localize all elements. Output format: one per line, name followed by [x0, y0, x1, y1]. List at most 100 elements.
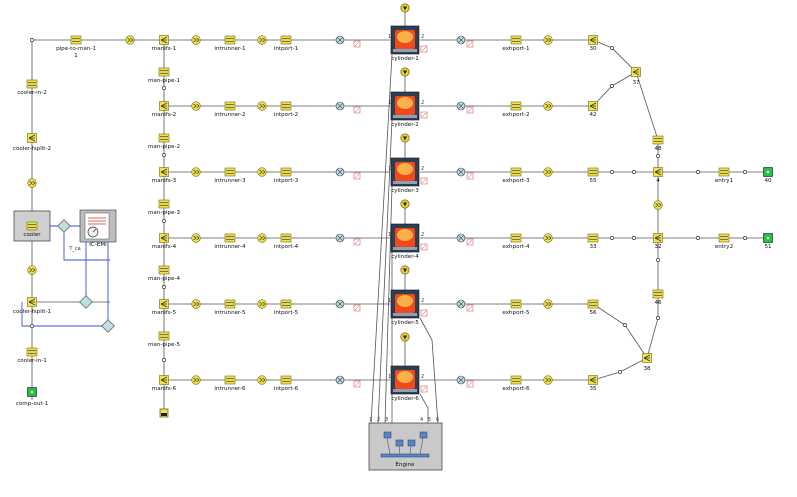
intport[interactable] — [280, 233, 292, 243]
cylinder[interactable] — [390, 289, 420, 319]
exh-node[interactable] — [587, 299, 599, 309]
junction-37[interactable] — [631, 67, 641, 77]
end-env-40[interactable] — [763, 167, 773, 177]
manifold-runner[interactable] — [159, 299, 169, 309]
bend[interactable] — [191, 101, 201, 111]
injector-icon[interactable] — [400, 67, 410, 77]
bend[interactable] — [543, 167, 553, 177]
cylinder[interactable] — [390, 157, 420, 187]
manifold-pipe[interactable] — [158, 331, 170, 341]
junction-38[interactable] — [642, 353, 652, 363]
bend[interactable] — [257, 375, 267, 385]
bend[interactable] — [257, 299, 267, 309]
manifold-runner[interactable] — [159, 233, 169, 243]
exhport[interactable] — [510, 167, 522, 177]
bend[interactable] — [653, 200, 663, 210]
bend[interactable] — [257, 101, 267, 111]
injector-icon[interactable] — [400, 3, 410, 13]
cooler-fsplit-2[interactable] — [27, 133, 37, 143]
manifold-pipe[interactable] — [158, 199, 170, 209]
bend[interactable] — [257, 35, 267, 45]
exhaust-valve[interactable] — [456, 299, 466, 309]
pipe-48[interactable] — [652, 135, 664, 145]
bend[interactable] — [543, 375, 553, 385]
injector-icon[interactable] — [400, 265, 410, 275]
pipe-46[interactable] — [652, 289, 664, 299]
cooler-bend-1[interactable] — [27, 178, 37, 188]
entry1[interactable] — [718, 167, 730, 177]
intport[interactable] — [280, 299, 292, 309]
intrunner[interactable] — [224, 375, 236, 385]
bend[interactable] — [257, 167, 267, 177]
intport[interactable] — [280, 101, 292, 111]
actuator-diamond[interactable] — [57, 219, 71, 233]
pipe-to-man-1[interactable] — [70, 35, 82, 45]
exhport[interactable] — [510, 299, 522, 309]
manifold-pipe[interactable] — [158, 133, 170, 143]
cooler-in-1[interactable] — [26, 347, 38, 357]
exhaust-valve[interactable] — [456, 101, 466, 111]
intrunner[interactable] — [224, 299, 236, 309]
exhaust-valve[interactable] — [456, 375, 466, 385]
intake-valve[interactable] — [335, 299, 345, 309]
injector-icon[interactable] — [400, 199, 410, 209]
intake-valve[interactable] — [335, 233, 345, 243]
bend[interactable] — [257, 233, 267, 243]
cylinder[interactable] — [390, 25, 420, 55]
end-env-51[interactable] — [763, 233, 773, 243]
manifold-runner[interactable] — [159, 167, 169, 177]
entry2[interactable] — [718, 233, 730, 243]
intake-valve[interactable] — [335, 167, 345, 177]
exhport[interactable] — [510, 35, 522, 45]
exhport[interactable] — [510, 233, 522, 243]
intport[interactable] — [280, 167, 292, 177]
exhaust-valve[interactable] — [456, 167, 466, 177]
cooler-in-2[interactable] — [26, 79, 38, 89]
cylinder[interactable] — [390, 223, 420, 253]
injector-icon[interactable] — [400, 332, 410, 342]
intrunner[interactable] — [224, 167, 236, 177]
merge-2[interactable] — [653, 233, 663, 243]
intake-valve[interactable] — [335, 35, 345, 45]
manifold-runner[interactable] — [159, 375, 169, 385]
intake-valve[interactable] — [335, 101, 345, 111]
cylinder[interactable] — [390, 91, 420, 121]
intport[interactable] — [280, 375, 292, 385]
injector-icon[interactable] — [400, 133, 410, 143]
bypass-diamond-2[interactable] — [101, 319, 115, 333]
exhport[interactable] — [510, 375, 522, 385]
exh-node[interactable] — [588, 101, 598, 111]
intrunner[interactable] — [224, 233, 236, 243]
bend-top[interactable] — [125, 35, 135, 45]
manifold-runner[interactable] — [159, 35, 169, 45]
bend[interactable] — [191, 233, 201, 243]
manifold-end-cap[interactable] — [159, 408, 169, 418]
manifold-pipe[interactable] — [158, 67, 170, 77]
comp-out-1[interactable] — [27, 387, 37, 397]
bend[interactable] — [543, 101, 553, 111]
exh-node[interactable] — [588, 35, 598, 45]
merge-1[interactable] — [653, 167, 663, 177]
exh-node[interactable] — [588, 375, 598, 385]
bend[interactable] — [191, 299, 201, 309]
engine-block[interactable]: Engine 1 2 3 4 5 6 — [368, 417, 443, 471]
bypass-diamond-1[interactable] — [79, 295, 93, 309]
cooler-fsplit-1[interactable] — [27, 297, 37, 307]
cylinder[interactable] — [390, 365, 420, 395]
bend[interactable] — [191, 375, 201, 385]
bend[interactable] — [191, 35, 201, 45]
bend[interactable] — [543, 299, 553, 309]
exhaust-valve[interactable] — [456, 233, 466, 243]
manifold-runner[interactable] — [159, 101, 169, 111]
bend[interactable] — [543, 35, 553, 45]
exh-node[interactable] — [587, 233, 599, 243]
controller-unit[interactable] — [79, 209, 117, 243]
exhaust-valve[interactable] — [456, 35, 466, 45]
exh-node[interactable] — [587, 167, 599, 177]
intrunner[interactable] — [224, 35, 236, 45]
intport[interactable] — [280, 35, 292, 45]
cooler-bend-2[interactable] — [27, 265, 37, 275]
intrunner[interactable] — [224, 101, 236, 111]
bend[interactable] — [191, 167, 201, 177]
manifold-pipe[interactable] — [158, 265, 170, 275]
